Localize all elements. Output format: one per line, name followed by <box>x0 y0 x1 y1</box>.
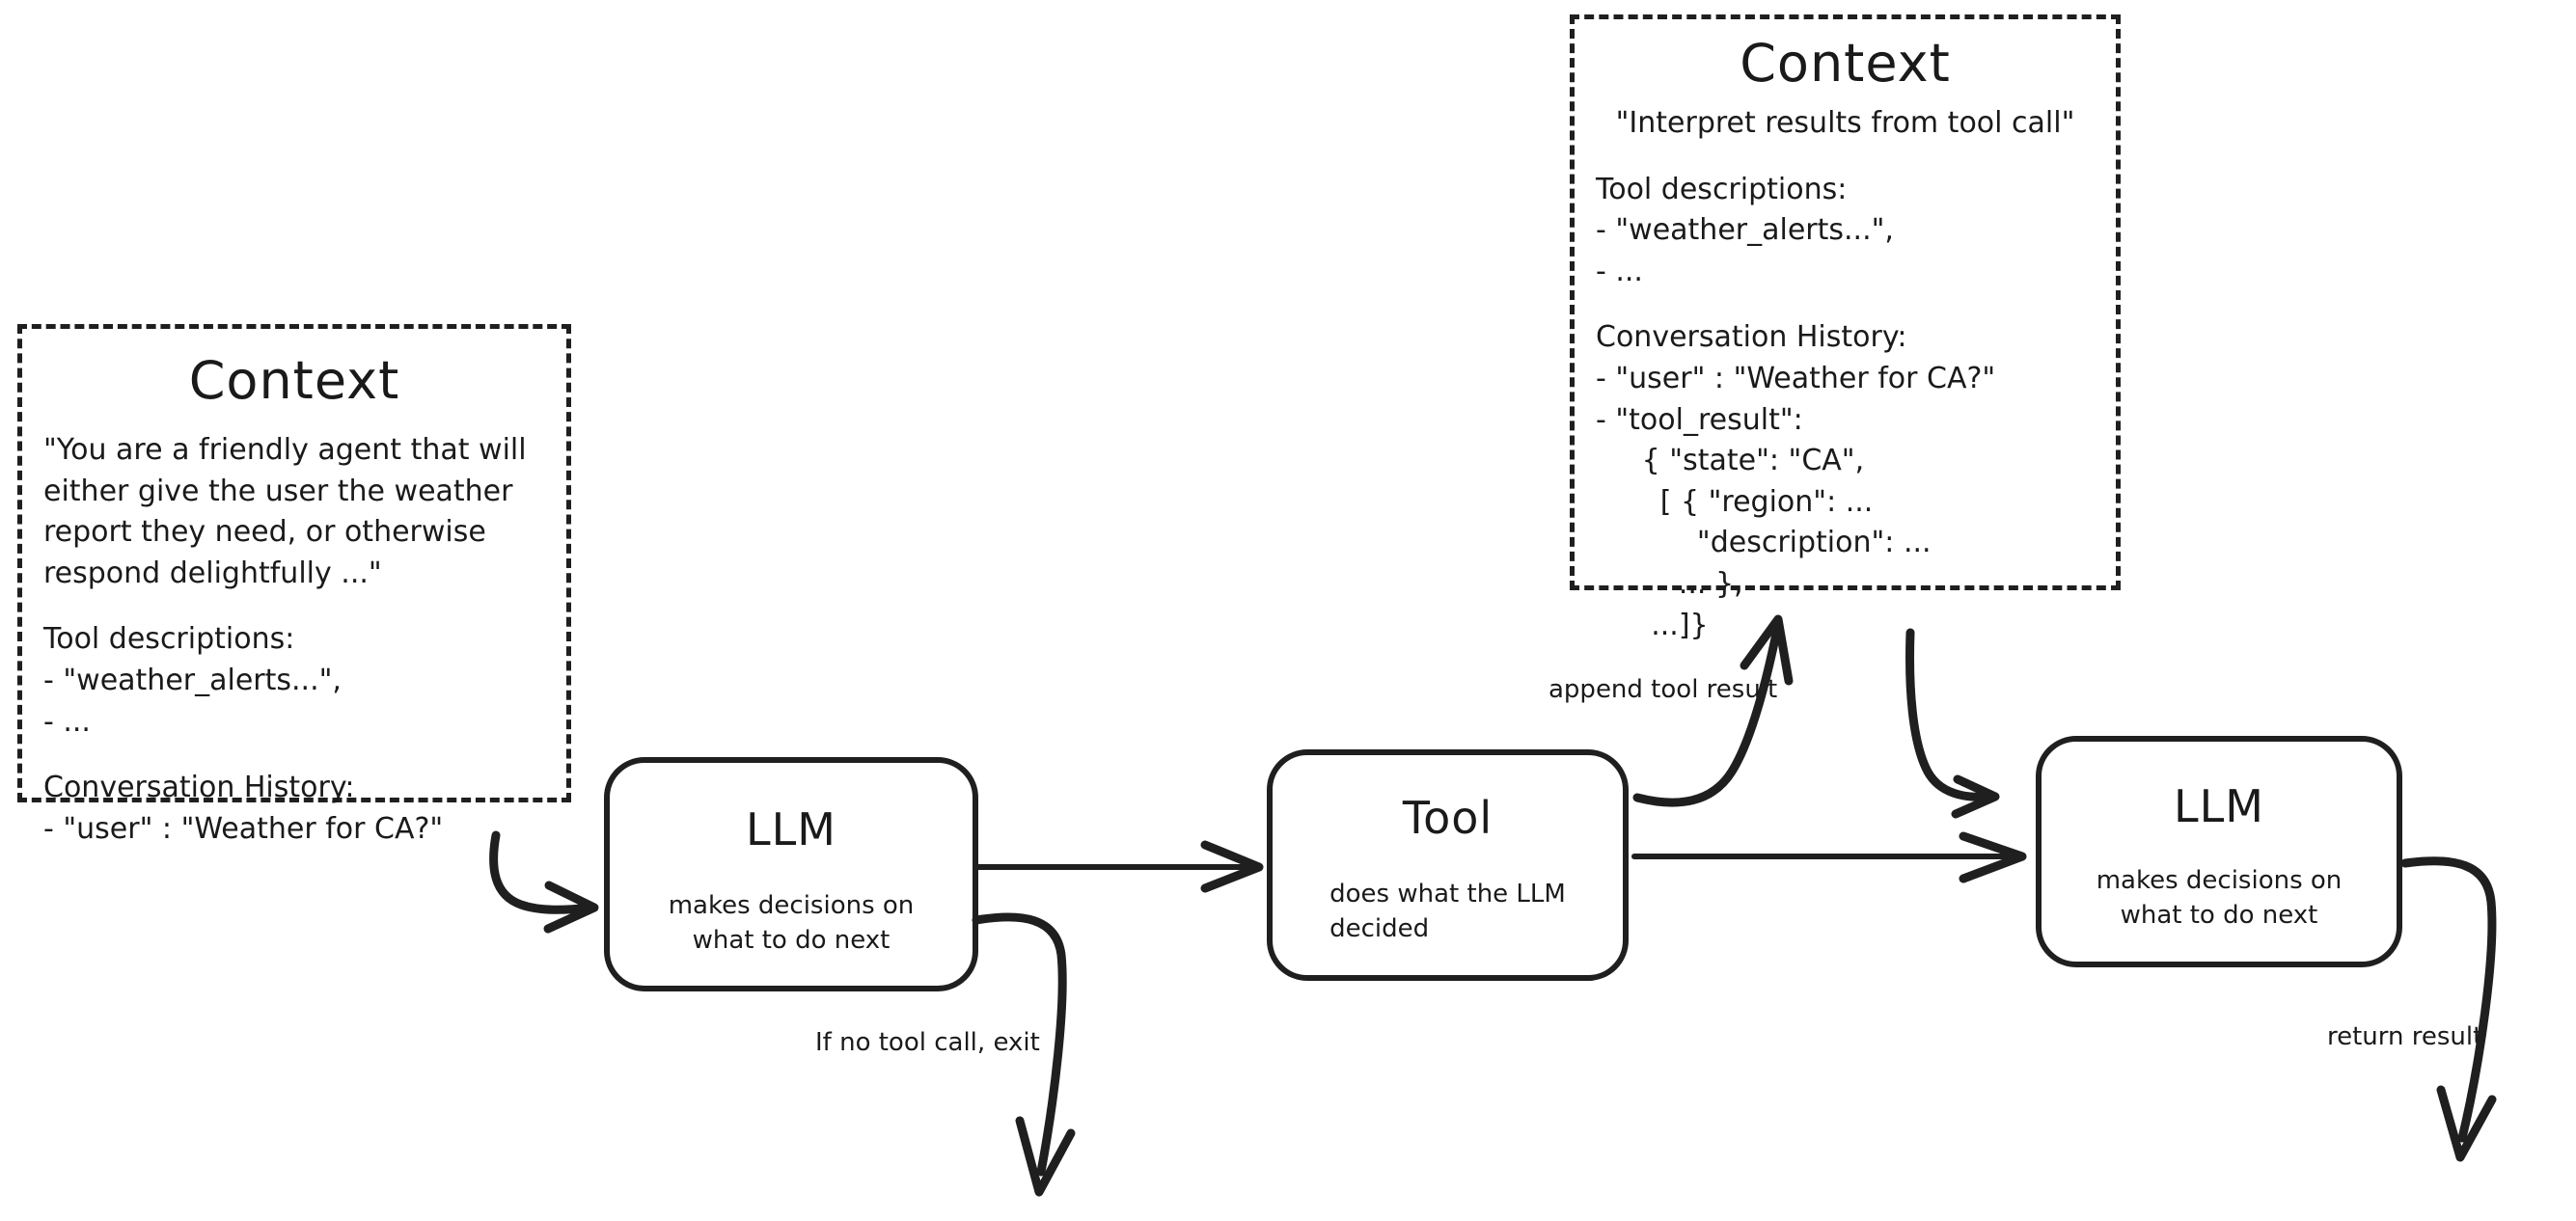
spacer <box>22 594 566 619</box>
context-right-conversation-header: Conversation History: <box>1596 320 1907 355</box>
arrow-llm1-to-tool <box>975 840 1264 893</box>
arrow-tool-to-context-right <box>1632 614 1794 807</box>
arrow-tool-to-llm2 <box>1631 831 2027 883</box>
node-llm-second-title: LLM <box>2174 780 2264 832</box>
context-right-system-prompt: "Interpret results from tool call" <box>1615 106 2075 140</box>
node-tool[interactable]: Tool does what the LLM decided <box>1267 749 1629 981</box>
spacer <box>22 743 566 768</box>
context-left-system-prompt: "You are a friendly agent that will eith… <box>43 433 527 590</box>
node-tool-title: Tool <box>1402 792 1494 844</box>
node-tool-subtitle: does what the LLM decided <box>1329 880 1566 944</box>
node-llm-first-subtitle: makes decisions on what to do next <box>668 891 915 956</box>
context-right-conversation-user: - "user" : "Weather for CA?" <box>1596 361 1996 395</box>
context-right-tool-descriptions-header: Tool descriptions: <box>1596 172 1848 206</box>
arrow-llm2-return <box>2400 856 2497 1162</box>
node-llm-first[interactable]: LLM makes decisions on what to do next <box>604 757 978 991</box>
context-right-tool-descriptions-items: - "weather_alerts...", - ... <box>1596 213 1894 288</box>
edge-label-return-result: return result <box>2327 1022 2483 1051</box>
context-left-tool-descriptions-items: - "weather_alerts...", - ... <box>43 663 342 739</box>
node-llm-second[interactable]: LLM makes decisions on what to do next <box>2036 736 2402 967</box>
context-box-left: Context "You are a friendly agent that w… <box>17 324 571 846</box>
context-right-conversation-tool-result: - "tool_result": { "state": "CA", [ { "r… <box>1596 402 1932 642</box>
context-left-title: Context <box>188 350 400 411</box>
arrow-context-right-to-llm2 <box>1905 628 2000 819</box>
spacer <box>1575 145 2116 170</box>
context-left-tool-descriptions-header: Tool descriptions: <box>43 622 295 657</box>
context-left-conversation-header: Conversation History: <box>43 771 355 805</box>
node-llm-first-title: LLM <box>746 803 836 855</box>
context-right-title: Context <box>1740 33 1951 94</box>
context-left-conversation-items: - "user" : "Weather for CA?" <box>43 811 444 846</box>
context-box-right: Context "Interpret results from tool cal… <box>1570 14 2121 642</box>
edge-label-append-tool-result: append tool result <box>1548 675 1778 704</box>
edge-label-exit: If no tool call, exit <box>815 1028 1040 1057</box>
spacer <box>1575 292 2116 317</box>
node-llm-second-subtitle: makes decisions on what to do next <box>2096 866 2343 931</box>
